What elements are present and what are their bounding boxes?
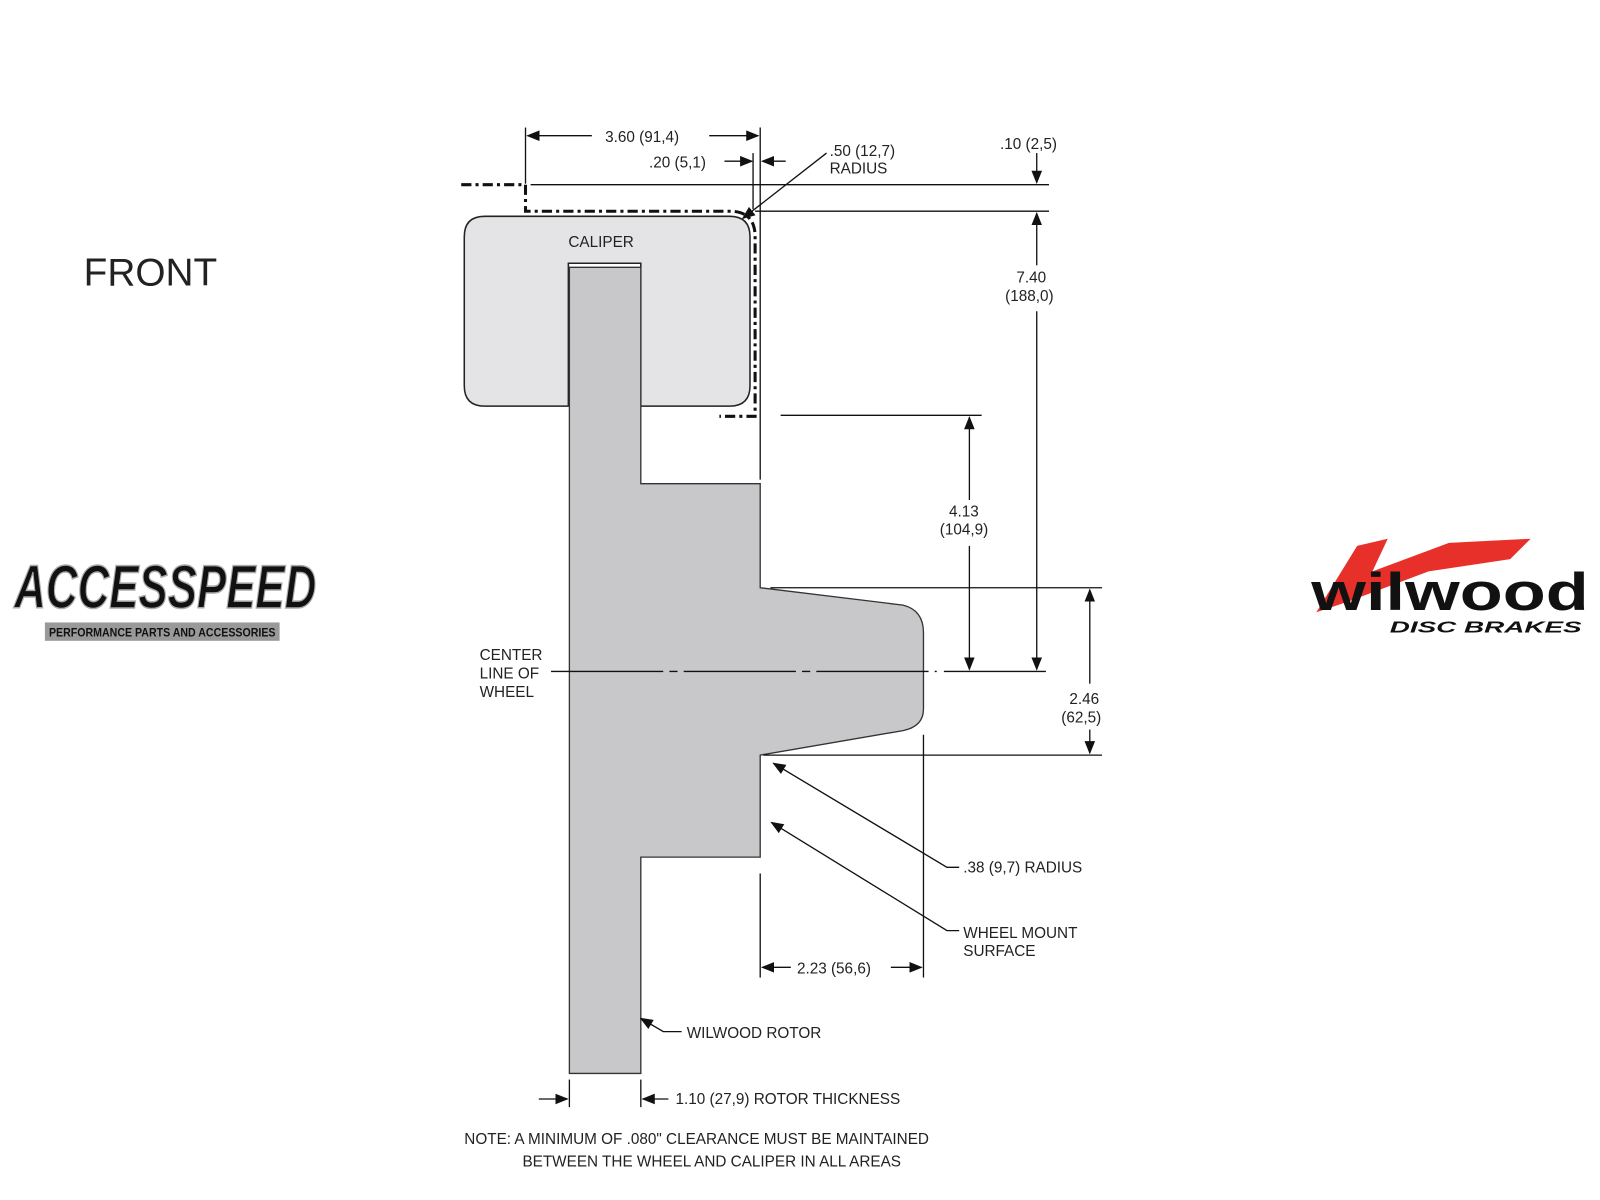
svg-text:ACCESSPEED: ACCESSPEED xyxy=(13,553,316,621)
caliper-shape xyxy=(463,215,751,407)
svg-text:(62,5): (62,5) xyxy=(1061,709,1101,726)
svg-text:LINE OF: LINE OF xyxy=(480,666,540,683)
svg-text:.20 (5,1): .20 (5,1) xyxy=(649,154,706,171)
view-label: FRONT xyxy=(84,252,218,295)
dimension-corner-radius: .50 (12,7) RADIUS xyxy=(741,143,895,220)
svg-text:BETWEEN THE WHEEL AND CALIPER: BETWEEN THE WHEEL AND CALIPER IN ALL ARE… xyxy=(522,1153,901,1170)
dimension-height-total: 7.40 (188,0) xyxy=(943,211,1054,673)
accesspeed-logo: ACCESSPEED PERFORMANCE PARTS AND ACCESSO… xyxy=(12,552,317,641)
svg-text:3.60 (91,4): 3.60 (91,4) xyxy=(605,129,679,146)
dimension-hub-half: 2.46 (62,5) xyxy=(763,587,1103,756)
svg-text:7.40: 7.40 xyxy=(1016,270,1046,287)
svg-text:.10 (2,5): .10 (2,5) xyxy=(1000,136,1057,153)
svg-text:(104,9): (104,9) xyxy=(940,522,988,539)
svg-text:(188,0): (188,0) xyxy=(1005,288,1053,305)
clearance-envelope-line xyxy=(461,183,757,418)
svg-text:WILWOOD ROTOR: WILWOOD ROTOR xyxy=(687,1025,822,1042)
svg-text:1.10 (27,9) ROTOR THICKNESS: 1.10 (27,9) ROTOR THICKNESS xyxy=(676,1091,901,1108)
dimension-rotor-thickness: 1.10 (27,9) ROTOR THICKNESS xyxy=(538,1079,901,1108)
dimension-top-clearance: .10 (2,5) xyxy=(530,136,1057,212)
clearance-note: NOTE: A MINIMUM OF .080" CLEARANCE MUST … xyxy=(464,1131,929,1170)
center-line-label: CENTER LINE OF WHEEL xyxy=(480,647,543,701)
dimension-offset: .20 (5,1) xyxy=(649,153,786,210)
label-wilwood-rotor: WILWOOD ROTOR xyxy=(639,1017,822,1042)
svg-text:WHEEL MOUNT: WHEEL MOUNT xyxy=(963,925,1077,942)
svg-text:2.46: 2.46 xyxy=(1069,691,1099,708)
svg-text:SURFACE: SURFACE xyxy=(963,943,1035,960)
dimension-hub-radius: .38 (9,7) RADIUS xyxy=(772,762,1082,876)
wilwood-logo: wilwood DISC BRAKES xyxy=(1310,538,1589,637)
label-wheel-mount-surface: WHEEL MOUNT SURFACE xyxy=(770,821,1077,960)
svg-text:2.23 (56,6): 2.23 (56,6) xyxy=(797,960,871,977)
svg-text:4.13: 4.13 xyxy=(949,503,979,520)
rotor-hub-shape xyxy=(568,266,925,1075)
svg-text:DISC BRAKES: DISC BRAKES xyxy=(1390,620,1583,637)
dimension-hub-depth: 2.23 (56,6) xyxy=(759,734,925,978)
svg-text:PERFORMANCE PARTS AND ACCESSOR: PERFORMANCE PARTS AND ACCESSORIES xyxy=(49,626,276,640)
caliper-label: CALIPER xyxy=(568,234,633,251)
svg-text:wilwood: wilwood xyxy=(1310,563,1589,622)
dimension-caliper-width: 3.60 (91,4) xyxy=(524,127,761,480)
svg-text:RADIUS: RADIUS xyxy=(830,160,888,177)
dimension-height-hub: 4.13 (104,9) xyxy=(780,414,988,671)
svg-text:NOTE: A MINIMUM OF .080" CLEAR: NOTE: A MINIMUM OF .080" CLEARANCE MUST … xyxy=(464,1131,929,1148)
svg-text:WHEEL: WHEEL xyxy=(480,684,534,701)
svg-text:CENTER: CENTER xyxy=(480,647,543,664)
svg-text:.50 (12,7): .50 (12,7) xyxy=(830,143,895,160)
svg-text:.38 (9,7) RADIUS: .38 (9,7) RADIUS xyxy=(963,859,1082,876)
